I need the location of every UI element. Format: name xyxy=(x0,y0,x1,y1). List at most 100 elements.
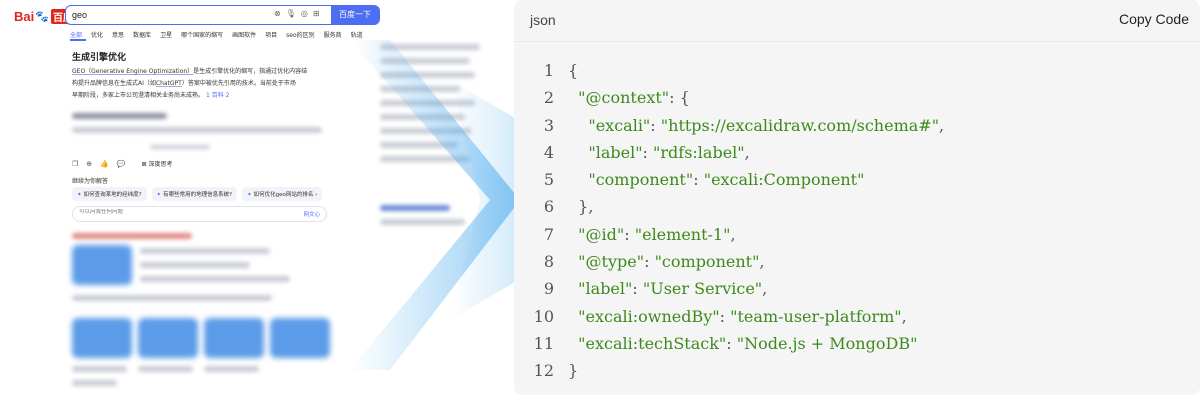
code-line: 11 "excali:techStack": "Node.js + MongoD… xyxy=(514,330,1200,357)
logo-text: Bai xyxy=(14,8,35,24)
json-string: "team-user-platform" xyxy=(730,306,902,326)
blurred-sidebar-text xyxy=(380,114,465,120)
blurred-text xyxy=(140,248,270,254)
chip-label: 如何优化geo网站的排名 › xyxy=(253,192,318,198)
json-punctuation: , xyxy=(901,306,907,326)
tab-3[interactable]: 数据库 xyxy=(133,32,152,39)
code-text: "label": "User Service", xyxy=(568,275,767,302)
share-icon[interactable]: ⊕ xyxy=(86,159,93,168)
code-text: { xyxy=(568,57,578,84)
blurred-text xyxy=(204,366,259,372)
search-results-page: Bai 🐾 百度 ⊗ 🎙 ◎ ⊞ 百度一下 全部优化意思数据库卫星哪个国家的缩写… xyxy=(0,0,500,405)
copy-code-button[interactable]: Copy Code xyxy=(1118,11,1189,27)
code-text: "label": "rdfs:label", xyxy=(568,139,749,166)
answer-actions: ❐ ⊕ 👍 💬 ⊠ 深度思考 xyxy=(72,159,173,169)
blurred-sidebar-text xyxy=(380,44,480,50)
json-key: "excali:ownedBy" xyxy=(578,306,720,326)
deep-think-button[interactable]: ⊠ 深度思考 xyxy=(142,159,173,168)
blurred-sidebar-link xyxy=(380,205,450,211)
code-text: "excali:techStack": "Node.js + MongoDB" xyxy=(568,330,917,357)
blurred-sidebar-text xyxy=(380,142,458,148)
microphone-icon[interactable]: 🎙 xyxy=(285,9,296,18)
upload-icon[interactable]: ⊞ xyxy=(312,9,320,18)
tab-6[interactable]: 画图软件 xyxy=(232,32,257,39)
tab-8[interactable]: seo的区别 xyxy=(286,32,315,39)
tab-7[interactable]: 项目 xyxy=(265,32,278,39)
json-punctuation xyxy=(568,225,578,244)
blurred-heading xyxy=(72,113,167,119)
line-number: 2 xyxy=(543,88,554,108)
json-punctuation: : xyxy=(693,170,704,190)
json-punctuation: : xyxy=(644,252,655,272)
ai-answer-link[interactable]: ChatGPT xyxy=(155,80,182,87)
followup-chip[interactable]: ✦如何优化geo网站的排名 › xyxy=(242,187,323,201)
ask-bar: 网文心 xyxy=(72,206,327,222)
paw-icon: 🐾 xyxy=(35,10,49,23)
code-line: 12} xyxy=(514,357,1200,384)
tab-9[interactable]: 服务商 xyxy=(323,32,342,39)
blurred-sidebar-text xyxy=(380,58,470,64)
comment-icon[interactable]: 💬 xyxy=(116,159,126,168)
line-number: 11 xyxy=(533,333,554,353)
json-punctuation xyxy=(568,307,578,326)
json-punctuation: { xyxy=(568,61,579,80)
citation-link[interactable]: 1 百科 2 xyxy=(206,92,230,99)
tab-10[interactable]: 轨道 xyxy=(350,32,363,39)
json-string: "rdfs:label" xyxy=(653,142,745,162)
ai-answer-body: GEO（Generative Engine Optimization）是生成引擎… xyxy=(72,66,332,102)
copy-icon[interactable]: ❐ xyxy=(72,159,79,168)
code-line: 4 "label": "rdfs:label", xyxy=(514,139,1200,166)
json-punctuation xyxy=(568,252,578,271)
sparkle-icon: ✦ xyxy=(77,192,82,198)
like-icon[interactable]: 👍 xyxy=(100,159,109,168)
tab-5[interactable]: 哪个国家的缩写 xyxy=(181,32,224,39)
json-punctuation: : xyxy=(624,224,635,244)
json-punctuation xyxy=(568,279,578,298)
json-key: "@type" xyxy=(578,252,645,272)
search-input[interactable] xyxy=(72,8,272,22)
json-key: "label" xyxy=(588,142,643,162)
search-button[interactable]: 百度一下 xyxy=(331,4,379,25)
ai-answer-text: 早期阶段，多家上市公司澄清相关业务尚未成熟。 xyxy=(72,92,205,99)
ask-input[interactable] xyxy=(79,209,259,215)
blurred-text xyxy=(150,145,210,149)
ai-answer-title: 生成引擎优化 xyxy=(72,53,127,63)
deep-think-label: 深度思考 xyxy=(148,161,173,168)
ask-button[interactable]: 网文心 xyxy=(303,212,320,218)
search-tabs: 全部 优化 意思 数据库 卫星 哪个国家的缩写 画图软件 项目 seo的区别 服务商 轨道 xyxy=(70,30,363,39)
tab-4[interactable]: 卫星 xyxy=(160,32,173,39)
code-line: 3 "excali": "https://excalidraw.com/sche… xyxy=(514,112,1200,139)
ai-answer-text: ）答案中被优先引用的技术。当前处于市场 xyxy=(181,80,296,87)
tab-1[interactable]: 优化 xyxy=(91,32,104,39)
blurred-heading xyxy=(72,233,192,239)
blurred-text xyxy=(72,127,322,133)
line-number: 1 xyxy=(543,61,554,80)
clear-icon[interactable]: ⊗ xyxy=(274,9,281,18)
json-punctuation: : xyxy=(650,115,661,135)
tab-0[interactable]: 全部 xyxy=(70,32,83,39)
camera-icon[interactable]: ◎ xyxy=(300,9,308,18)
ai-answer-link[interactable]: GEO（Generative Engine Optimization） xyxy=(72,68,194,75)
ai-answer-text: 是生成引擎优化的缩写，指通过优化内容结 xyxy=(193,68,308,75)
line-number: 4 xyxy=(543,142,554,162)
chip-label: 有哪些常用的地理信息系统? xyxy=(163,192,233,198)
followup-chip[interactable]: ✦有哪些常用的地理信息系统? xyxy=(151,187,238,201)
json-punctuation xyxy=(568,334,578,353)
code-text: "@id": "element-1", xyxy=(568,221,735,248)
json-punctuation xyxy=(568,116,588,135)
json-punctuation: , xyxy=(939,115,945,135)
json-punctuation: , xyxy=(759,252,765,272)
followup-chip[interactable]: ✦如何查询某地的经纬度? xyxy=(72,187,147,201)
blurred-text xyxy=(140,276,290,282)
followup-title: 继续为你解答 xyxy=(72,178,109,185)
search-box: ⊗ 🎙 ◎ ⊞ 百度一下 xyxy=(65,4,380,25)
json-punctuation: : xyxy=(726,333,737,353)
active-tab-indicator xyxy=(70,39,86,41)
line-number: 9 xyxy=(543,279,554,299)
blurred-sidebar-text xyxy=(380,156,470,162)
tab-2[interactable]: 意思 xyxy=(112,32,125,39)
code-text: } xyxy=(568,357,578,384)
json-punctuation xyxy=(568,88,578,107)
deep-think-icon: ⊠ xyxy=(141,161,149,168)
blurred-thumbnail xyxy=(204,318,264,358)
